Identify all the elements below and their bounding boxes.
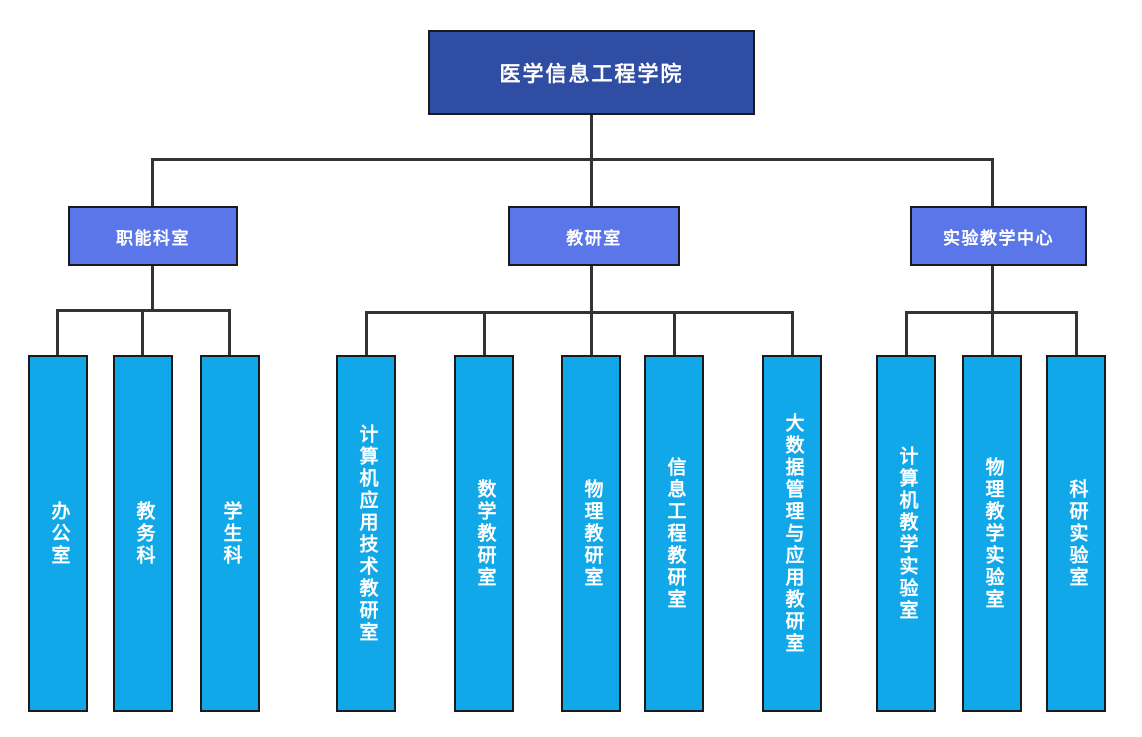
node-leaf-g3-2-label: 物理教学实验室: [982, 456, 1004, 611]
node-leaf-g3-1-label: 计算机教学实验室: [896, 445, 918, 622]
connector-g2-drop-3: [590, 311, 593, 356]
leaf-text-wrap-g2-2: 数学教研室: [456, 357, 512, 710]
connector-g3-drop-1: [905, 311, 908, 356]
connector-root-trunk: [590, 115, 593, 161]
connector-g2-drop-1: [365, 311, 368, 356]
node-leaf-g1-2[interactable]: 教务科: [113, 355, 173, 712]
node-leaf-g3-1[interactable]: 计算机教学实验室: [876, 355, 936, 712]
connector-g3-drop-2: [991, 311, 994, 356]
leaf-text-wrap-g3-2: 物理教学实验室: [964, 357, 1020, 710]
node-group-2[interactable]: 教研室: [508, 206, 680, 266]
node-leaf-g1-3[interactable]: 学生科: [200, 355, 260, 712]
node-leaf-g1-1[interactable]: 办公室: [28, 355, 88, 712]
leaf-text-wrap-g1-3: 学生科: [202, 357, 258, 710]
connector-g1-trunk: [151, 266, 154, 312]
node-leaf-g2-1[interactable]: 计算机应用技术教研室: [336, 355, 396, 712]
node-leaf-g3-3-label: 科研实验室: [1066, 478, 1088, 589]
connector-g3-trunk: [991, 266, 994, 312]
node-group-1-label: 职能科室: [116, 228, 190, 248]
node-root[interactable]: 医学信息工程学院: [428, 30, 755, 115]
node-group-3-label: 实验教学中心: [943, 228, 1054, 248]
leaf-text-wrap-g2-3: 物理教研室: [563, 357, 619, 710]
node-leaf-g2-5-label: 大数据管理与应用教研室: [782, 412, 804, 655]
leaf-text-wrap-g3-1: 计算机教学实验室: [878, 357, 934, 710]
node-leaf-g1-2-label: 教务科: [133, 500, 155, 567]
leaf-text-wrap-g3-3: 科研实验室: [1048, 357, 1104, 710]
connector-g2-drop-2: [483, 311, 486, 356]
connector-g3-drop-3: [1075, 311, 1078, 356]
node-group-2-label: 教研室: [566, 228, 622, 248]
node-leaf-g2-2[interactable]: 数学教研室: [454, 355, 514, 712]
connector-g2-drop-5: [791, 311, 794, 356]
node-group-3[interactable]: 实验教学中心: [910, 206, 1087, 266]
leaf-text-wrap-g2-1: 计算机应用技术教研室: [338, 357, 394, 710]
connector-g1-drop-3: [228, 309, 231, 356]
connector-g2-bus: [365, 311, 794, 314]
node-root-label: 医学信息工程学院: [499, 62, 684, 86]
leaf-text-wrap-g2-5: 大数据管理与应用教研室: [764, 357, 820, 710]
node-leaf-g2-4-label: 信息工程教研室: [664, 456, 686, 611]
node-leaf-g2-1-label: 计算机应用技术教研室: [356, 423, 378, 644]
leaf-text-wrap-g1-2: 教务科: [115, 357, 171, 710]
connector-level2-drop-1: [151, 158, 154, 206]
leaf-text-wrap-g2-4: 信息工程教研室: [646, 357, 702, 710]
leaf-text-wrap-g1-1: 办公室: [30, 357, 86, 710]
node-leaf-g3-2[interactable]: 物理教学实验室: [962, 355, 1022, 712]
connector-level2-drop-2: [590, 158, 593, 206]
connector-level2-bus: [151, 158, 994, 161]
node-group-1[interactable]: 职能科室: [68, 206, 238, 266]
node-leaf-g2-2-label: 数学教研室: [474, 478, 496, 589]
node-leaf-g1-3-label: 学生科: [220, 500, 242, 567]
connector-g2-trunk: [590, 266, 593, 312]
connector-level2-drop-3: [991, 158, 994, 206]
node-leaf-g3-3[interactable]: 科研实验室: [1046, 355, 1106, 712]
node-leaf-g1-1-label: 办公室: [48, 500, 70, 567]
connector-g1-drop-1: [56, 309, 59, 356]
connector-g1-drop-2: [141, 309, 144, 356]
connector-g2-drop-4: [673, 311, 676, 356]
node-leaf-g2-4[interactable]: 信息工程教研室: [644, 355, 704, 712]
node-leaf-g2-3-label: 物理教研室: [581, 478, 603, 589]
node-leaf-g2-3[interactable]: 物理教研室: [561, 355, 621, 712]
node-leaf-g2-5[interactable]: 大数据管理与应用教研室: [762, 355, 822, 712]
